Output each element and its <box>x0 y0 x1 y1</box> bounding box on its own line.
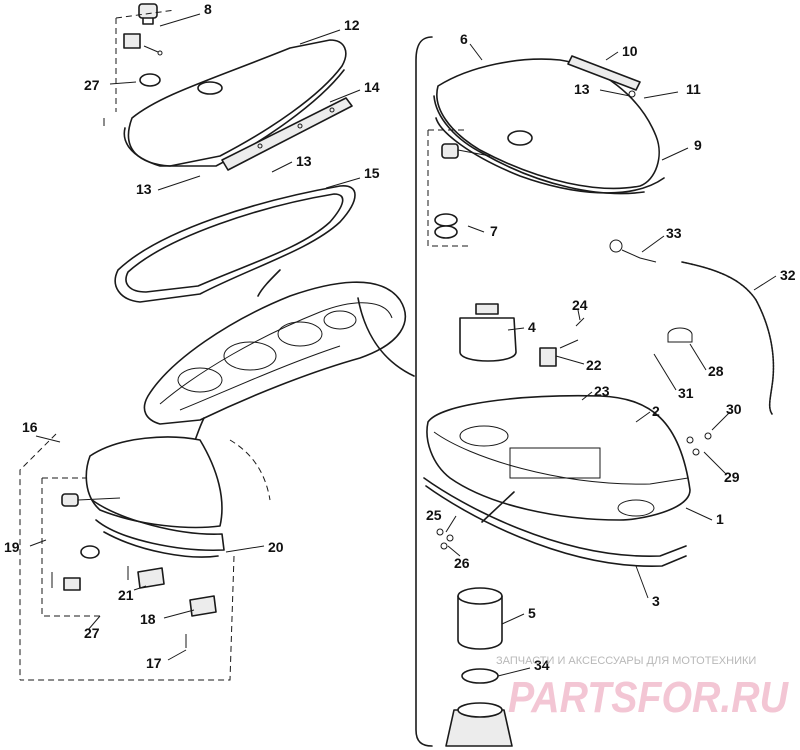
callout-27-bottom: 27 <box>84 625 100 641</box>
glovebox-lid <box>85 436 225 552</box>
callout-9: 9 <box>694 137 702 153</box>
callout-2: 2 <box>652 403 660 419</box>
lanyard-clip-33 <box>609 239 657 263</box>
latch-group-frame-7 <box>427 129 468 247</box>
grommet-ring-7a <box>434 213 458 227</box>
callout-22: 22 <box>586 357 602 373</box>
catch-plate-21 <box>127 566 165 589</box>
o-ring-34 <box>461 668 499 684</box>
tub-gasket-3 <box>423 477 687 567</box>
watermark-logo: PARTSFOR.RU <box>508 673 789 722</box>
locator-line-top <box>257 269 281 297</box>
callout-34: 34 <box>534 657 550 673</box>
callout-11: 11 <box>686 81 701 97</box>
watermark-caption: ЗАПЧАСТИ И АКСЕССУАРЫ ДЛЯ МОТОТЕХНИКИ <box>496 655 756 667</box>
latch-bracket-top <box>123 33 163 56</box>
locator-line-tub <box>481 491 515 523</box>
latch-group-frame-top <box>115 9 176 112</box>
filter-cylinder-5 <box>457 587 503 650</box>
clamp-28 <box>667 327 693 343</box>
grommet-ring-top <box>139 73 161 87</box>
callout-labels: 8 12 27 14 13 13 15 16 19 20 21 18 27 17… <box>4 1 796 673</box>
callout-13-left-a: 13 <box>296 153 312 169</box>
callout-29: 29 <box>724 469 740 485</box>
callout-16: 16 <box>22 419 38 435</box>
watermark: ЗАПЧАСТИ И АКСЕССУАРЫ ДЛЯ МОТОТЕХНИКИ PA… <box>496 655 789 722</box>
hinge-plate-10 <box>567 55 641 98</box>
callout-10: 10 <box>622 43 638 59</box>
latch-knob-19 <box>61 493 121 507</box>
callout-21: 21 <box>118 587 134 603</box>
housing-base <box>445 702 513 747</box>
callout-26: 26 <box>454 555 470 571</box>
callout-33: 33 <box>666 225 682 241</box>
seal-gasket-15 <box>114 185 356 303</box>
locator-line-right <box>357 297 415 377</box>
callout-18: 18 <box>140 611 156 627</box>
callout-19: 19 <box>4 539 20 555</box>
callout-17: 17 <box>146 655 162 671</box>
callout-15: 15 <box>364 165 380 181</box>
callout-23: 23 <box>594 383 610 399</box>
latch-knob-top <box>138 3 158 25</box>
hinge-rail <box>221 97 353 171</box>
grommet-ring-19 <box>80 545 100 559</box>
leader-lines <box>29 13 777 677</box>
hardware-25-26 <box>436 528 454 550</box>
lanyard-cord-32 <box>681 261 775 415</box>
callout-13-left-b: 13 <box>136 181 152 197</box>
rear-hatch-cover <box>123 39 347 167</box>
callout-13-right: 13 <box>574 81 590 97</box>
lid-seal-9 <box>435 117 665 194</box>
catch-plate-18 <box>189 595 217 617</box>
callout-5: 5 <box>528 605 536 621</box>
callout-20: 20 <box>268 539 284 555</box>
watercraft-hull <box>143 281 406 425</box>
callout-32: 32 <box>780 267 796 283</box>
callout-3: 3 <box>652 593 660 609</box>
grommet-ring-7b <box>434 225 458 239</box>
callout-28: 28 <box>708 363 724 379</box>
callout-14: 14 <box>364 79 380 95</box>
hardware-29-30 <box>686 432 712 456</box>
water-separator-4 <box>459 303 517 362</box>
callout-1: 1 <box>716 511 724 527</box>
callout-7: 7 <box>490 223 498 239</box>
mounting-bracket-22 <box>539 339 579 367</box>
screw-24 <box>575 317 585 327</box>
callout-24: 24 <box>572 297 588 313</box>
callout-31: 31 <box>678 385 694 401</box>
callout-27-top: 27 <box>84 77 100 93</box>
group-separator-bracket <box>415 36 433 747</box>
callout-12: 12 <box>344 17 360 33</box>
callout-25: 25 <box>426 507 442 523</box>
storage-tub <box>426 394 691 521</box>
callout-4: 4 <box>528 319 536 335</box>
glovebox-group-frame <box>19 433 271 681</box>
callout-30: 30 <box>726 401 742 417</box>
latch-bracket-27 <box>51 572 81 591</box>
lid-seal-20 <box>103 531 219 558</box>
latch-knob-7 <box>441 143 491 159</box>
callout-8: 8 <box>204 1 212 17</box>
latch-group-frame-19 <box>41 477 110 617</box>
callout-6: 6 <box>460 31 468 47</box>
